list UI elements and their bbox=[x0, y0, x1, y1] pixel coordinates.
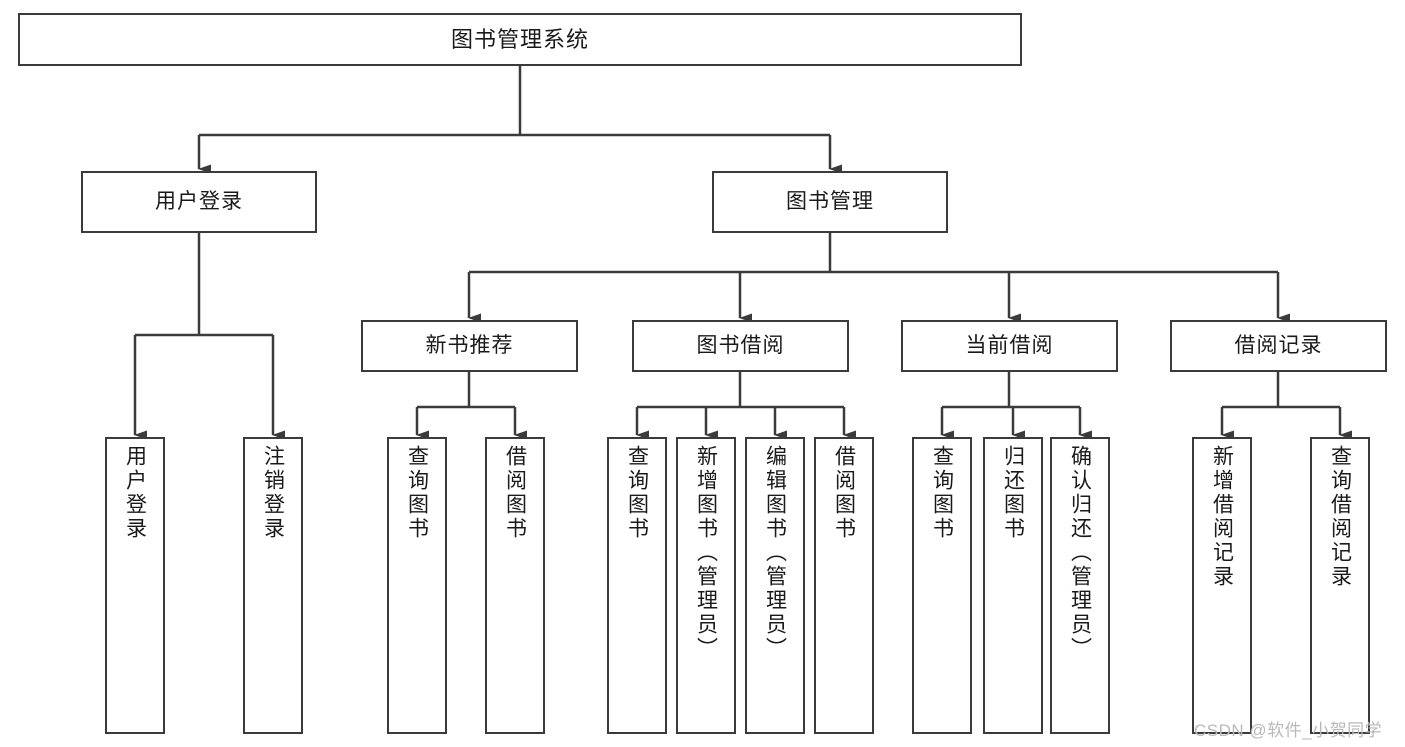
node-level2-3[interactable]: 借阅记录 bbox=[1170, 320, 1387, 372]
node-level2-0[interactable]: 新书推荐 bbox=[361, 320, 578, 372]
node-leaf-3[interactable]: 借阅图书 bbox=[485, 437, 545, 734]
node-leaf-8[interactable]: 查询图书 bbox=[912, 437, 972, 734]
node-label: 归还图书 bbox=[1001, 445, 1025, 541]
node-label: 图书借阅 bbox=[696, 333, 785, 357]
node-label: 注销登录 bbox=[261, 445, 285, 541]
csdn-watermark: CSDN @软件_小贺同学 bbox=[1194, 721, 1383, 740]
node-label: 新书推荐 bbox=[425, 333, 514, 357]
node-leaf-5[interactable]: 新增图书（管理员） bbox=[676, 437, 736, 734]
node-label: 新增图书（管理员） bbox=[694, 445, 718, 661]
node-leaf-12[interactable]: 查询借阅记录 bbox=[1310, 437, 1370, 734]
node-leaf-7[interactable]: 借阅图书 bbox=[814, 437, 874, 734]
node-leaf-6[interactable]: 编辑图书（管理员） bbox=[745, 437, 805, 734]
node-label: 借阅记录 bbox=[1234, 333, 1323, 357]
node-label: 查询图书 bbox=[625, 445, 649, 541]
node-label: 查询借阅记录 bbox=[1328, 445, 1352, 589]
node-leaf-4[interactable]: 查询图书 bbox=[607, 437, 667, 734]
node-label: 确认归还（管理员） bbox=[1068, 445, 1092, 661]
node-label: 图书管理系统 bbox=[450, 26, 589, 52]
node-leaf-11[interactable]: 新增借阅记录 bbox=[1192, 437, 1252, 734]
node-leaf-2[interactable]: 查询图书 bbox=[387, 437, 447, 734]
node-label: 用户登录 bbox=[123, 445, 147, 541]
node-label: 查询图书 bbox=[930, 445, 954, 541]
node-label: 当前借阅 bbox=[965, 333, 1054, 357]
node-level2-2[interactable]: 当前借阅 bbox=[901, 320, 1118, 372]
node-label: 新增借阅记录 bbox=[1210, 445, 1234, 589]
node-leaf-10[interactable]: 确认归还（管理员） bbox=[1050, 437, 1110, 734]
node-label: 图书管理 bbox=[786, 189, 874, 213]
node-label: 查询图书 bbox=[405, 445, 429, 541]
node-leaf-1[interactable]: 注销登录 bbox=[243, 437, 303, 734]
node-level1-1[interactable]: 图书管理 bbox=[712, 171, 948, 233]
node-leaf-9[interactable]: 归还图书 bbox=[983, 437, 1043, 734]
node-label: 编辑图书（管理员） bbox=[763, 445, 787, 661]
node-level2-1[interactable]: 图书借阅 bbox=[632, 320, 849, 372]
node-leaf-0[interactable]: 用户登录 bbox=[105, 437, 165, 734]
node-label: 借阅图书 bbox=[503, 445, 527, 541]
node-label: 借阅图书 bbox=[832, 445, 856, 541]
node-root-图书管理系统[interactable]: 图书管理系统 bbox=[18, 13, 1022, 66]
node-label: 用户登录 bbox=[155, 189, 243, 213]
node-level1-0[interactable]: 用户登录 bbox=[81, 171, 317, 233]
